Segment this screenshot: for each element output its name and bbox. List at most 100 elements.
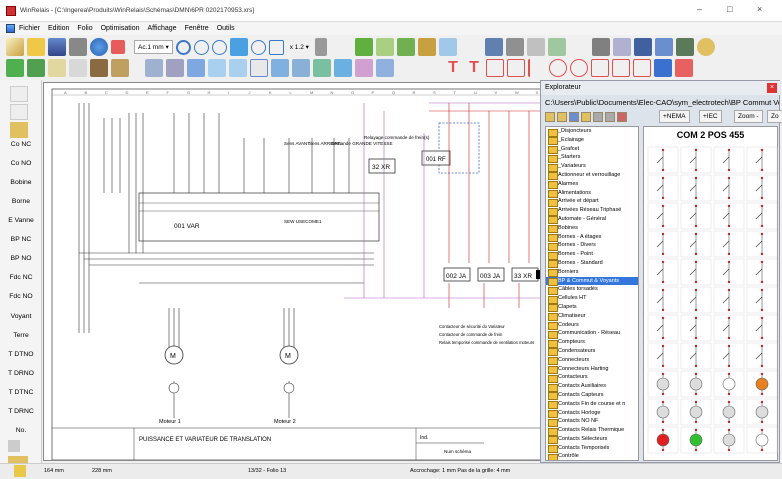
menu-optimisation[interactable]: Optimisation [100, 25, 140, 32]
pencil-icon[interactable] [10, 104, 28, 120]
folder-item[interactable]: Cellules HT [546, 294, 638, 304]
folder-item[interactable]: Bornes - Divers [546, 241, 638, 251]
folder-item[interactable]: Arrivée et départ [546, 197, 638, 207]
palette-t-drno[interactable]: T DRNO [8, 370, 34, 377]
symbol-cell[interactable] [713, 230, 745, 258]
folder-item[interactable]: _Starters [546, 153, 638, 163]
w-icon[interactable] [355, 59, 373, 77]
symbol-cell[interactable] [647, 370, 679, 398]
symbol-cell[interactable] [647, 286, 679, 314]
layer-icon[interactable] [438, 38, 457, 56]
table2-icon[interactable] [507, 59, 525, 77]
folder-item[interactable]: Alimentations [546, 189, 638, 198]
x2-icon[interactable] [354, 38, 373, 56]
polyline-icon[interactable] [633, 59, 651, 77]
grid-icon[interactable] [375, 38, 394, 56]
line2-icon[interactable] [229, 59, 247, 77]
arrow-icon[interactable] [27, 59, 45, 77]
symbol-cell[interactable] [746, 426, 778, 454]
symbol-cell[interactable] [713, 314, 745, 342]
palette-fdc-no[interactable]: Fdc NO [9, 293, 33, 300]
folder-item[interactable]: Climatiseur [546, 312, 638, 322]
brush-icon[interactable] [90, 59, 108, 77]
folder-item[interactable]: Bornes - Standard [546, 259, 638, 269]
excel-icon[interactable] [675, 38, 694, 56]
menu-affichage[interactable]: Affichage [147, 25, 177, 32]
terminal-icon[interactable] [292, 59, 310, 77]
zoom-window-icon[interactable] [250, 39, 266, 55]
open-folder-icon[interactable] [27, 38, 45, 56]
symbol-cell[interactable] [647, 146, 679, 174]
polygon-icon[interactable] [612, 59, 630, 77]
symbol-cell[interactable] [746, 370, 778, 398]
zoom-in-icon[interactable] [193, 39, 209, 55]
folder-open-icon[interactable] [581, 112, 591, 122]
folder-item[interactable]: Condensateurs [546, 347, 638, 357]
folder-item[interactable]: Contacts Relais Thermique [546, 426, 638, 436]
rule-icon[interactable] [111, 59, 129, 77]
folder-new-icon[interactable] [557, 112, 567, 122]
maximize-button[interactable]: □ [727, 4, 733, 14]
folder-item[interactable]: Contacts Fin de course et n [546, 400, 638, 409]
wire-icon[interactable] [145, 59, 163, 77]
symbol-cell[interactable] [746, 202, 778, 230]
line-icon[interactable] [208, 59, 226, 77]
menu-outils[interactable]: Outils [216, 25, 235, 32]
palette-co-nc[interactable]: Co NC [10, 141, 32, 148]
symbol-cell[interactable] [680, 398, 712, 426]
add-iec-button[interactable]: +IEC [699, 110, 722, 123]
palette-t-drnc[interactable]: T DRNC [8, 408, 34, 415]
symbol-cell[interactable] [680, 370, 712, 398]
zoom-in-button[interactable]: Zo [767, 110, 782, 123]
symbol-cell[interactable] [746, 398, 778, 426]
folder-item[interactable]: Contrôle [546, 452, 638, 460]
folder-item[interactable]: Contacts Capteurs [546, 391, 638, 401]
wrench-icon[interactable] [612, 38, 631, 56]
contact-icon[interactable] [166, 59, 184, 77]
symbol-cell[interactable] [746, 146, 778, 174]
pointer-icon[interactable] [10, 86, 28, 102]
circle-icon[interactable] [549, 59, 567, 77]
symbol-cell[interactable] [713, 426, 745, 454]
symbol-cell[interactable] [680, 286, 712, 314]
symbol-cell[interactable] [647, 314, 679, 342]
move-icon[interactable] [6, 59, 24, 77]
folder-item[interactable]: Communication - Réseau [546, 329, 638, 339]
folder-item[interactable]: Contacts Sélecteurs [546, 435, 638, 445]
symbol-cell[interactable] [647, 174, 679, 202]
folder-item[interactable]: Clapets [546, 303, 638, 313]
gear-icon[interactable] [591, 38, 610, 56]
cross-icon[interactable] [396, 38, 415, 56]
menu-fenetre[interactable]: Fenêtre [184, 25, 209, 32]
pin-icon[interactable] [314, 38, 327, 56]
menu-edition[interactable]: Edition [48, 25, 70, 32]
symbol-cell[interactable] [746, 230, 778, 258]
folder-item[interactable]: _Eclairage [546, 136, 638, 146]
print-icon[interactable] [69, 38, 87, 56]
new-file-icon[interactable] [6, 38, 24, 56]
settings-icon[interactable] [111, 40, 125, 54]
rect-icon[interactable] [486, 59, 504, 77]
symbol-cell[interactable] [713, 258, 745, 286]
list-icon[interactable] [376, 59, 394, 77]
folder-item[interactable]: Compteurs [546, 338, 638, 348]
arc-icon[interactable] [591, 59, 609, 77]
word-icon[interactable] [654, 38, 673, 56]
symbol-cell[interactable] [713, 174, 745, 202]
link-icon[interactable] [505, 38, 524, 56]
symbol-cell[interactable] [746, 258, 778, 286]
explorer-close-icon[interactable]: × [767, 83, 777, 93]
folder-up-icon[interactable] [545, 112, 555, 122]
refresh-icon[interactable] [175, 39, 191, 55]
symbol-cell[interactable] [746, 174, 778, 202]
folder-item[interactable]: Contacts Horloge [546, 409, 638, 418]
palette-t-dtnc[interactable]: T DTNC [8, 389, 34, 396]
plug-icon[interactable] [633, 38, 652, 56]
menu-folio[interactable]: Folio [77, 25, 93, 32]
zoom-level[interactable]: x 1.2 ▾ [289, 43, 309, 52]
symbol-cell[interactable] [647, 342, 679, 370]
save-icon[interactable] [48, 38, 66, 56]
folder-icon[interactable] [10, 122, 28, 138]
text-icon[interactable]: T [448, 59, 458, 76]
help-icon[interactable] [90, 38, 108, 56]
